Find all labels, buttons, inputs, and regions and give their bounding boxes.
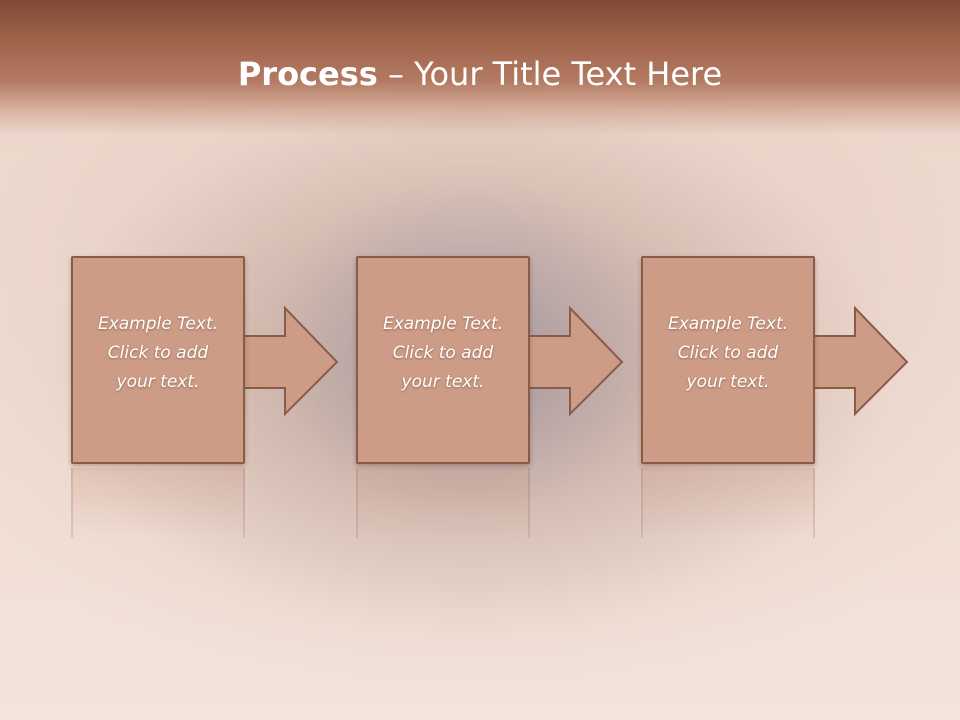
title-banner [0,0,960,135]
slide-title[interactable]: Process – Your Title Text Here [0,54,960,94]
step-text-line-1: Example Text. [382,314,504,334]
step-reflection [641,468,815,538]
step-text-line-2: Click to add [677,343,779,363]
step-text[interactable]: Example Text. Click to add your text. [643,310,813,397]
step-box[interactable]: Example Text. Click to add your text. [641,256,815,464]
title-bold-part: Process [237,55,378,93]
step-text-line-1: Example Text. [667,314,789,334]
step-text[interactable]: Example Text. Click to add your text. [358,310,528,397]
right-arrow-icon [523,305,624,417]
step-text-line-2: Click to add [107,343,209,363]
title-regular-part: Your Title Text Here [414,55,723,93]
step-text-line-1: Example Text. [97,314,219,334]
step-box[interactable]: Example Text. Click to add your text. [356,256,530,464]
step-reflection [356,468,530,538]
step-text-line-3: your text. [401,372,485,392]
step-text[interactable]: Example Text. Click to add your text. [73,310,243,397]
step-text-line-3: your text. [116,372,200,392]
step-text-line-3: your text. [686,372,770,392]
title-separator: – [377,55,415,93]
right-arrow-icon [238,305,339,417]
step-text-line-2: Click to add [392,343,494,363]
step-box[interactable]: Example Text. Click to add your text. [71,256,245,464]
right-arrow-icon [808,305,909,417]
step-reflection [71,468,245,538]
